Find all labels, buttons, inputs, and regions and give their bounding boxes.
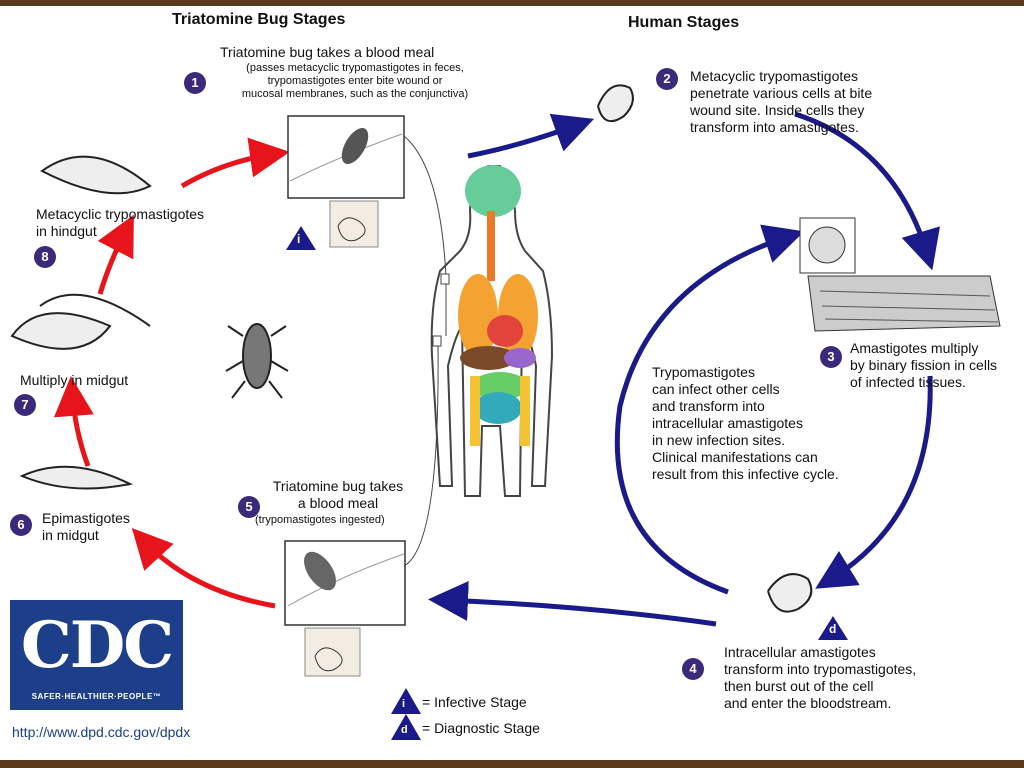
step-5-detail: (trypomastigotes ingested) bbox=[255, 514, 385, 526]
legend-infective-label: = Infective Stage bbox=[422, 694, 527, 710]
step-6-badge: 6 bbox=[10, 514, 32, 536]
parasite-stage-6 bbox=[19, 465, 134, 490]
infective-triangle-icon bbox=[286, 226, 316, 250]
arrow-1-to-2 bbox=[467, 113, 595, 159]
human-stages-header: Human Stages bbox=[628, 14, 740, 31]
arrow-7-to-8 bbox=[97, 214, 134, 295]
arrow-2-to-3 bbox=[794, 111, 940, 271]
arrow-6-to-7 bbox=[53, 376, 94, 467]
infective-symbol: i bbox=[297, 232, 301, 246]
legend-diagnostic-label: = Diagnostic Stage bbox=[422, 720, 540, 736]
step-4-text: Intracellular amastigotes transform into… bbox=[724, 644, 917, 711]
step-8-text: Metacyclic trypomastigotes in hindgut bbox=[36, 206, 205, 239]
parasite-stage-7 bbox=[10, 293, 151, 350]
legend-diagnostic-symbol: d bbox=[401, 724, 408, 736]
cdc-logo: CDC SAFER·HEALTHIER·PEOPLE™ bbox=[10, 600, 183, 710]
reinfection-text: Trypomastigotes can infect other cells a… bbox=[652, 364, 839, 482]
trypomastigote-stage-4 bbox=[767, 573, 813, 613]
diagnostic-symbol: d bbox=[829, 622, 837, 636]
legend-infective-symbol: i bbox=[402, 698, 406, 710]
step-8-badge: 8 bbox=[34, 246, 56, 268]
cdc-logo-text: CDC bbox=[20, 608, 174, 683]
arrow-4-to-5 bbox=[428, 581, 717, 627]
step-7-text: Multiply in midgut bbox=[20, 372, 129, 388]
parasite-stage-8 bbox=[40, 155, 152, 195]
diagram-canvas: i d Triatomine Bug Stages Human Stages 1… bbox=[0, 6, 1024, 760]
step-2-text: Metacyclic trypomastigotes penetrate var… bbox=[690, 68, 873, 135]
source-url[interactable]: http://www.dpd.cdc.gov/dpdx bbox=[12, 724, 191, 740]
cdc-tagline: SAFER·HEALTHIER·PEOPLE™ bbox=[31, 692, 162, 701]
human-body-figure bbox=[430, 165, 554, 497]
step-7-badge: 7 bbox=[14, 394, 36, 416]
step-1-badge: 1 bbox=[184, 72, 206, 94]
infected-tissue-figure bbox=[799, 217, 1001, 332]
arrow-5-to-6 bbox=[131, 527, 276, 609]
triatomine-bug-figure bbox=[225, 323, 289, 399]
bite-inset-stage-5 bbox=[284, 540, 406, 677]
diagnostic-triangle-icon bbox=[818, 616, 848, 640]
step-5-text: Triatomine bug takes a blood meal bbox=[272, 478, 404, 511]
step-2-badge: 2 bbox=[656, 68, 678, 90]
step-1-detail: (passes metacyclic trypomastigotes in fe… bbox=[241, 62, 469, 100]
legend-diagnostic-triangle-icon bbox=[391, 714, 421, 740]
bug-stages-header: Triatomine Bug Stages bbox=[172, 11, 346, 28]
step-3-text: Amastigotes multiply by binary fission i… bbox=[850, 340, 998, 390]
life-cycle-graphics bbox=[10, 84, 1001, 740]
arrow-3-to-4 bbox=[815, 375, 933, 589]
arrow-8-to-1 bbox=[180, 137, 290, 189]
step-1-title: Triatomine bug takes a blood meal bbox=[220, 44, 435, 60]
step-5-badge: 5 bbox=[238, 496, 260, 518]
arrow-reinfection bbox=[614, 224, 805, 595]
trypomastigote-stage-2 bbox=[597, 84, 634, 123]
bite-inset-stage-1 bbox=[287, 115, 405, 248]
step-4-badge: 4 bbox=[682, 658, 704, 680]
legend-infective-triangle-icon bbox=[391, 688, 421, 714]
step-3-badge: 3 bbox=[820, 346, 842, 368]
step-6-text: Epimastigotes in midgut bbox=[42, 510, 130, 543]
